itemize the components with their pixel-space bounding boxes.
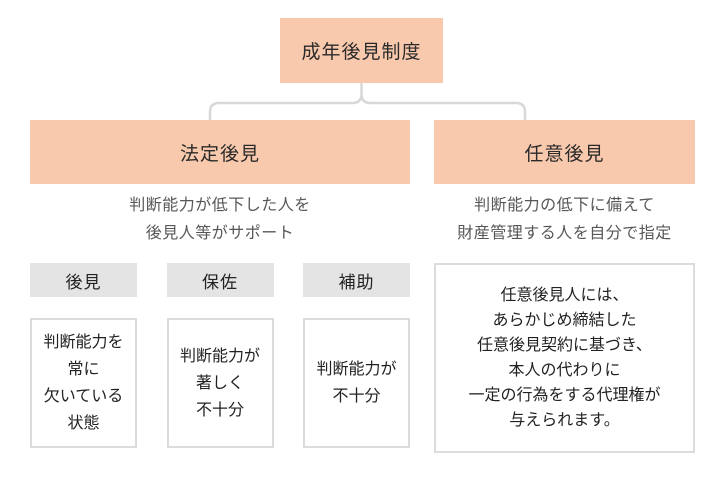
- branch-voluntary-label: 任意後見: [524, 143, 605, 165]
- category-details-row: 判断能力を 常に 欠いている 状態 判断能力が 著しく 不十分 判断能力が 不十…: [30, 318, 410, 448]
- koken-line2: 常に: [67, 361, 100, 378]
- voluntary-guardianship-description: 判断能力の低下に備えて 財産管理する人を自分で指定: [424, 192, 705, 248]
- category-header-koken: 後見: [30, 263, 137, 297]
- category-header-hojo: 補助: [303, 263, 410, 297]
- koken-line4: 状態: [67, 415, 100, 432]
- legal-guardianship-description: 判断能力が低下した人を 後見人等がサポート: [30, 192, 410, 248]
- category-header-hosa: 保佐: [166, 263, 274, 297]
- voluntary-guardianship-detail-box: 任意後見人には、 あらかじめ締結した 任意後見契約に基づき、 本人の代わりに 一…: [434, 263, 695, 453]
- root-node-seinen-koken: 成年後見制度: [280, 18, 443, 83]
- detail-box-hosa: 判断能力が 著しく 不十分: [166, 318, 274, 448]
- koken-line3: 欠いている: [43, 388, 124, 405]
- voluntary-detail-line4: 本人の代わりに: [508, 362, 621, 379]
- branch-legal-guardianship: 法定後見: [30, 120, 410, 184]
- hosa-line3: 不十分: [195, 401, 244, 419]
- voluntary-detail-line2: あらかじめ締結した: [492, 312, 637, 329]
- legal-description-line1: 判断能力が低下した人を: [129, 197, 311, 214]
- detail-box-hojo: 判断能力が 不十分: [303, 318, 410, 448]
- hosa-line2: 著しく: [195, 374, 244, 392]
- voluntary-detail-line1: 任意後見人には、: [500, 287, 629, 304]
- category-headers-row: 後見 保佐 補助: [30, 263, 410, 297]
- branch-voluntary-guardianship: 任意後見: [434, 120, 695, 184]
- root-node-label: 成年後見制度: [301, 42, 422, 63]
- detail-box-koken: 判断能力を 常に 欠いている 状態: [30, 318, 137, 448]
- hojo-line1: 判断能力が: [316, 361, 397, 378]
- voluntary-description-line1: 判断能力の低下に備えて: [474, 197, 655, 214]
- voluntary-detail-line3: 任意後見契約に基づき、: [477, 337, 652, 354]
- voluntary-description-line2: 財産管理する人を自分で指定: [457, 225, 672, 242]
- voluntary-detail-line6: 与えられます。: [509, 412, 620, 429]
- legal-description-line2: 後見人等がサポート: [145, 225, 295, 242]
- branch-legal-label: 法定後見: [179, 143, 260, 165]
- hojo-line2: 不十分: [332, 388, 381, 405]
- voluntary-detail-line5: 一定の行為をする代理権が: [468, 387, 661, 404]
- koken-line1: 判断能力を: [43, 334, 124, 351]
- hosa-line1: 判断能力が: [179, 347, 260, 365]
